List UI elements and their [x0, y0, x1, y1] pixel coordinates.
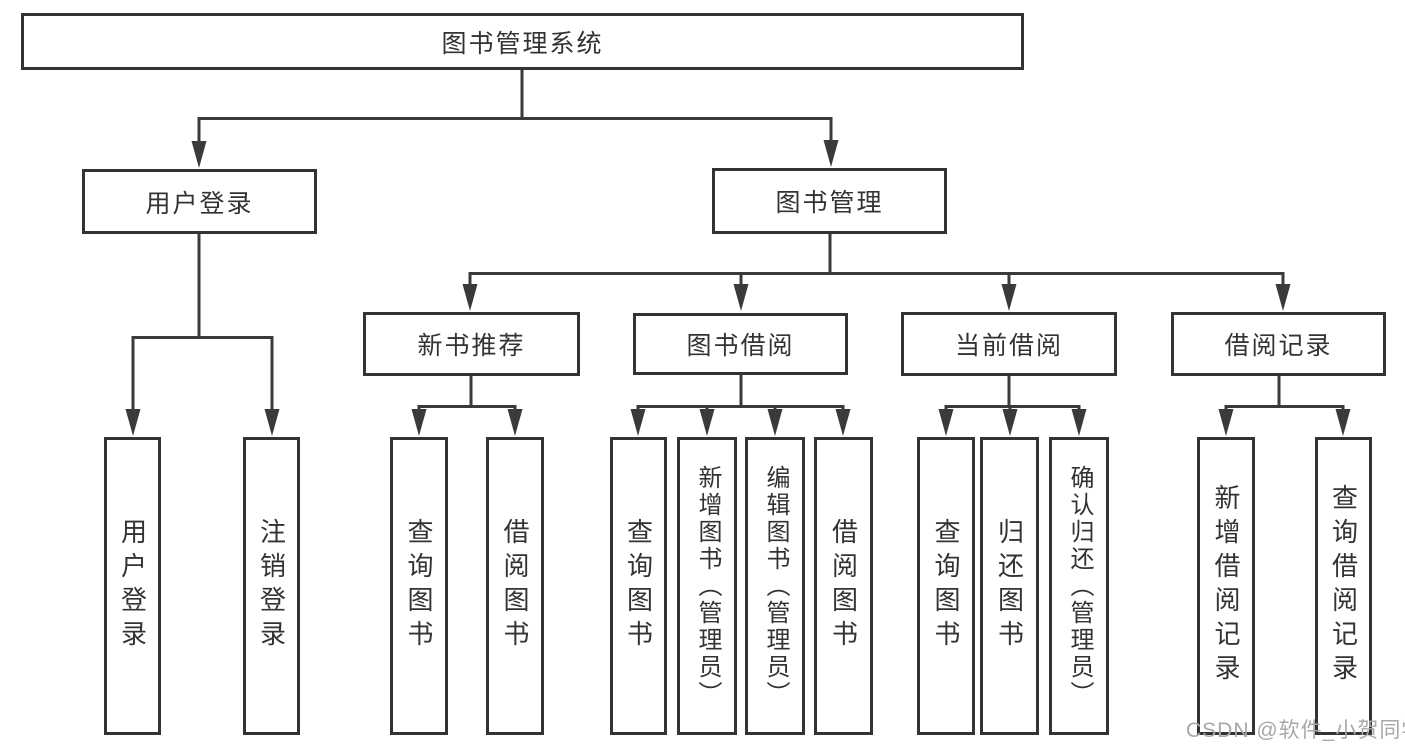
leaf-br-add-record: 新增借阅记录	[1197, 437, 1255, 735]
node-label: 当前借阅	[954, 332, 1063, 360]
connector-user-login-children	[125, 233, 280, 436]
leaf-label: 注销登录	[256, 518, 287, 654]
leaf-bb-borrow-book: 借阅图书	[814, 437, 873, 735]
leaf-label: 查询图书	[404, 518, 434, 654]
node-book-borrow: 图书借阅	[633, 313, 848, 375]
node-label: 用户登录	[145, 189, 254, 218]
leaf-label: 用户登录	[117, 518, 148, 654]
leaf-logout: 注销登录	[243, 437, 300, 735]
node-book-management: 图书管理	[712, 168, 947, 234]
leaf-label: 编辑图书（管理员）	[762, 464, 789, 708]
node-new-book-recommend: 新书推荐	[363, 312, 580, 376]
connector-book-management-children	[462, 234, 1291, 311]
leaf-nb-query-book: 查询图书	[390, 437, 448, 735]
connector-borrow-records-children	[1218, 376, 1351, 436]
leaf-label: 新增借阅记录	[1211, 484, 1241, 688]
leaf-br-query-record: 查询借阅记录	[1315, 437, 1372, 735]
node-label: 图书管理系统	[441, 29, 604, 58]
leaf-user-login: 用户登录	[104, 437, 161, 735]
node-label: 图书借阅	[686, 332, 795, 360]
leaf-label: 借阅图书	[500, 518, 530, 654]
node-current-borrow: 当前借阅	[901, 312, 1117, 376]
csdn-watermark: CSDN @软件_小贺同学	[1186, 719, 1405, 742]
leaf-label: 确认归还（管理员）	[1066, 464, 1093, 708]
leaf-label: 归还图书	[994, 518, 1025, 654]
leaf-label: 查询借阅记录	[1328, 484, 1359, 688]
leaf-bb-add-book-admin: 新增图书（管理员）	[677, 437, 737, 735]
leaf-nb-borrow-book: 借阅图书	[486, 437, 544, 735]
node-user-login: 用户登录	[82, 169, 317, 234]
leaf-bb-query-book: 查询图书	[610, 437, 667, 735]
leaf-label: 新增图书（管理员）	[694, 464, 721, 708]
leaf-label: 查询图书	[623, 518, 654, 654]
node-borrow-records: 借阅记录	[1171, 312, 1386, 376]
leaf-cb-query-book: 查询图书	[917, 437, 975, 735]
connector-current-borrow-children	[938, 376, 1087, 436]
leaf-label: 借阅图书	[828, 518, 859, 654]
leaf-bb-edit-book-admin: 编辑图书（管理员）	[745, 437, 805, 735]
connector-book-borrow-children	[630, 375, 851, 436]
node-label: 借阅记录	[1224, 332, 1333, 360]
leaf-cb-return-book: 归还图书	[980, 437, 1039, 735]
node-library-management-system: 图书管理系统	[21, 13, 1024, 70]
leaf-cb-confirm-return-admin: 确认归还（管理员）	[1049, 437, 1109, 735]
connector-new-book-recommend-children	[411, 376, 523, 436]
connector-root-to-level2	[191, 69, 839, 168]
leaf-label: 查询图书	[931, 518, 961, 654]
node-label: 图书管理	[775, 189, 884, 217]
node-label: 新书推荐	[417, 332, 526, 360]
